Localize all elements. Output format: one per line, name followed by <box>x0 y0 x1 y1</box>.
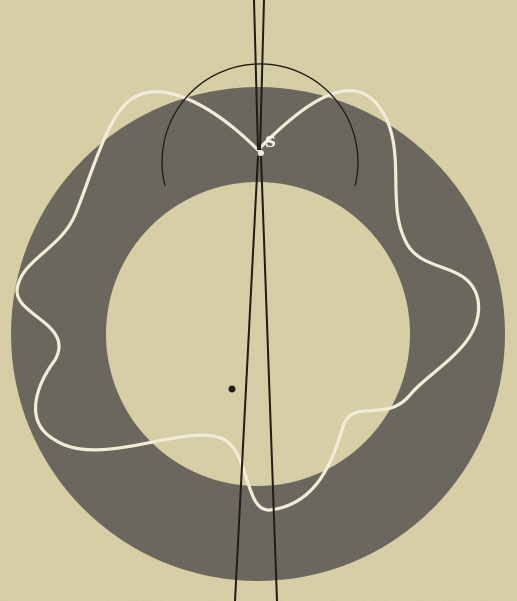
point-s-marker <box>258 150 264 156</box>
point-s-label: S <box>265 133 276 151</box>
center-dot <box>229 386 236 393</box>
